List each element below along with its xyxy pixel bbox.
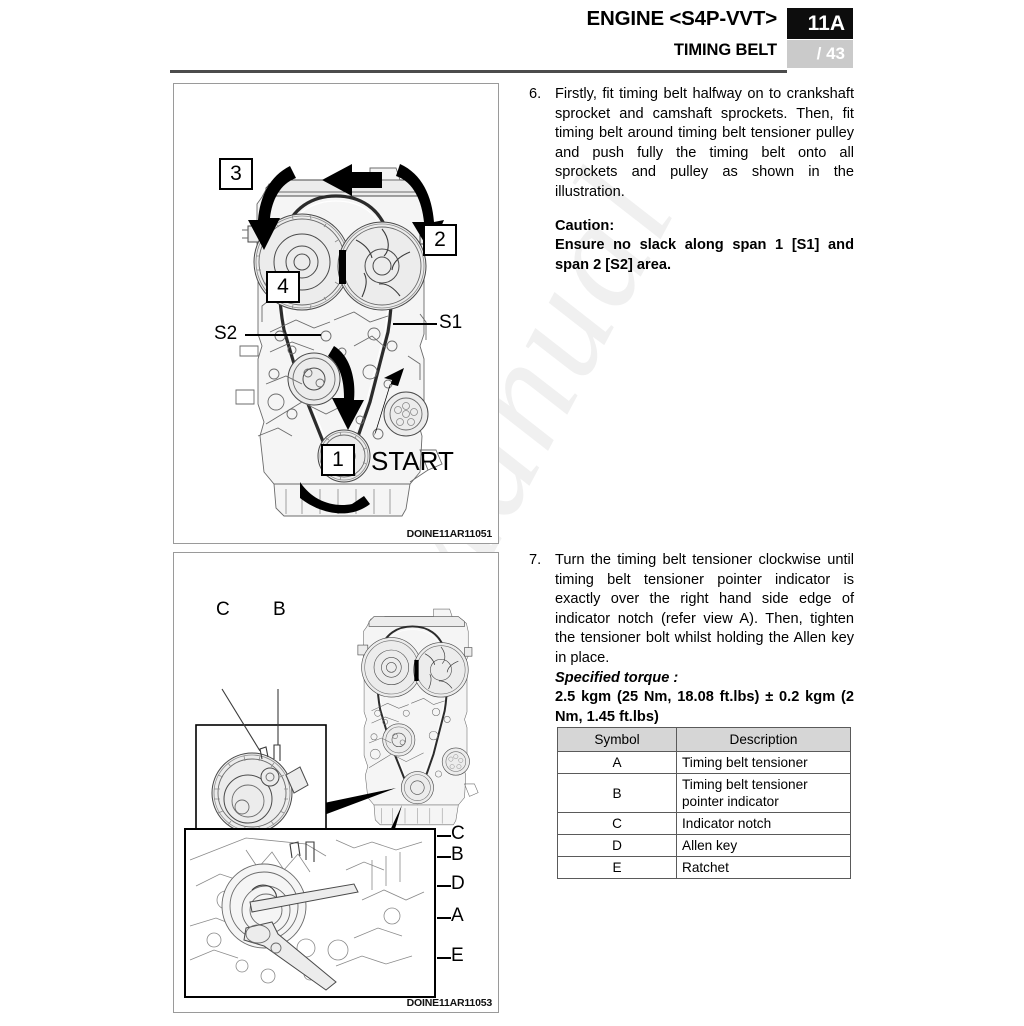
table-cell-symbol: C: [557, 812, 677, 835]
step-6-number: 6.: [529, 86, 542, 102]
step-7-torque-heading: Specified torque :: [555, 669, 679, 686]
photo-label-d: D: [451, 873, 465, 894]
leader-photo-e: [437, 957, 451, 959]
table-cell-description: Timing belt tensioner pointer indicator: [676, 773, 851, 813]
callout-1: 1: [321, 444, 355, 476]
step-7-number: 7.: [529, 552, 542, 568]
callout-3-label: 3: [230, 162, 242, 185]
step-6-caution-heading: Caution:: [555, 217, 615, 234]
table-cell-description: Allen key: [676, 834, 851, 857]
step-6-block: 6. Firstly, fit timing belt halfway on t…: [529, 85, 854, 275]
table-cell-symbol: E: [557, 856, 677, 879]
table-header-description: Description: [676, 727, 851, 752]
page-header: ENGINE <S4P-VVT> TIMING BELT 11A / 43: [0, 0, 1024, 74]
callout-4: 4: [266, 271, 300, 303]
step-7-row: 7. Turn the timing belt tensioner clockw…: [529, 551, 854, 669]
step-6-caution-text: Ensure no slack along span 1 [S1] and sp…: [555, 237, 854, 273]
callout-2: 2: [423, 224, 457, 256]
leader-photo-c: [437, 835, 451, 837]
figure-panel-timing-belt-routing: 3 2 4 1 START S1 S2 DOINE11AR11051: [173, 83, 499, 544]
figure-id-2: DOINE11AR11053: [406, 997, 493, 1009]
header-title-group: ENGINE <S4P-VVT> TIMING BELT: [300, 6, 778, 61]
photo-detail-panel: [184, 828, 436, 998]
table-cell-symbol: B: [557, 773, 677, 813]
leader-s1: [393, 323, 437, 325]
section-code-badge: 11A: [787, 8, 853, 39]
table-cell-description: Indicator notch: [676, 812, 851, 835]
photo-detail-lineart: [189, 837, 425, 991]
figure-panel-tensioner-adjustment: C B C B D A E DOINE11AR11053: [173, 552, 499, 1013]
leader-photo-b: [437, 856, 451, 858]
inset-label-c: C: [216, 599, 230, 620]
page-subtitle: TIMING BELT: [673, 41, 777, 59]
photo-label-e: E: [451, 945, 464, 966]
step-6-row: 6. Firstly, fit timing belt halfway on t…: [529, 85, 854, 203]
table-header-symbol: Symbol: [557, 727, 677, 752]
figure-id-1: DOINE11AR11051: [406, 528, 493, 540]
step-6-text: Firstly, fit timing belt halfway on to c…: [555, 86, 854, 200]
photo-label-a: A: [451, 905, 464, 926]
table-cell-symbol: A: [557, 751, 677, 774]
table-cell-description: Timing belt tensioner: [676, 751, 851, 774]
leader-photo-d: [437, 885, 451, 887]
inset-label-b: B: [273, 599, 286, 620]
photo-label-c: C: [451, 823, 465, 844]
step-7-text: Turn the timing belt tensioner clockwise…: [555, 552, 854, 666]
page-title: ENGINE <S4P-VVT>: [586, 7, 778, 30]
table-cell-symbol: D: [557, 834, 677, 857]
leader-photo-a: [437, 917, 451, 919]
label-start: START: [371, 446, 454, 476]
header-divider: [170, 70, 787, 73]
leader-s2: [245, 334, 321, 336]
callout-4-label: 4: [277, 275, 289, 298]
callout-3: 3: [219, 158, 253, 190]
table-cell-description: Ratchet: [676, 856, 851, 879]
label-s2: S2: [214, 323, 238, 344]
page-number-badge: / 43: [787, 40, 853, 68]
callout-2-label: 2: [434, 228, 446, 251]
callout-1-label: 1: [332, 448, 344, 471]
label-s1: S1: [439, 312, 463, 333]
step-7-torque-value: 2.5 kgm (25 Nm, 18.08 ft.lbs) ± 0.2 kgm …: [555, 689, 854, 725]
photo-label-b: B: [451, 844, 464, 865]
table-header-row: Symbol Description: [557, 727, 851, 752]
step-7-block: 7. Turn the timing belt tensioner clockw…: [529, 551, 854, 727]
